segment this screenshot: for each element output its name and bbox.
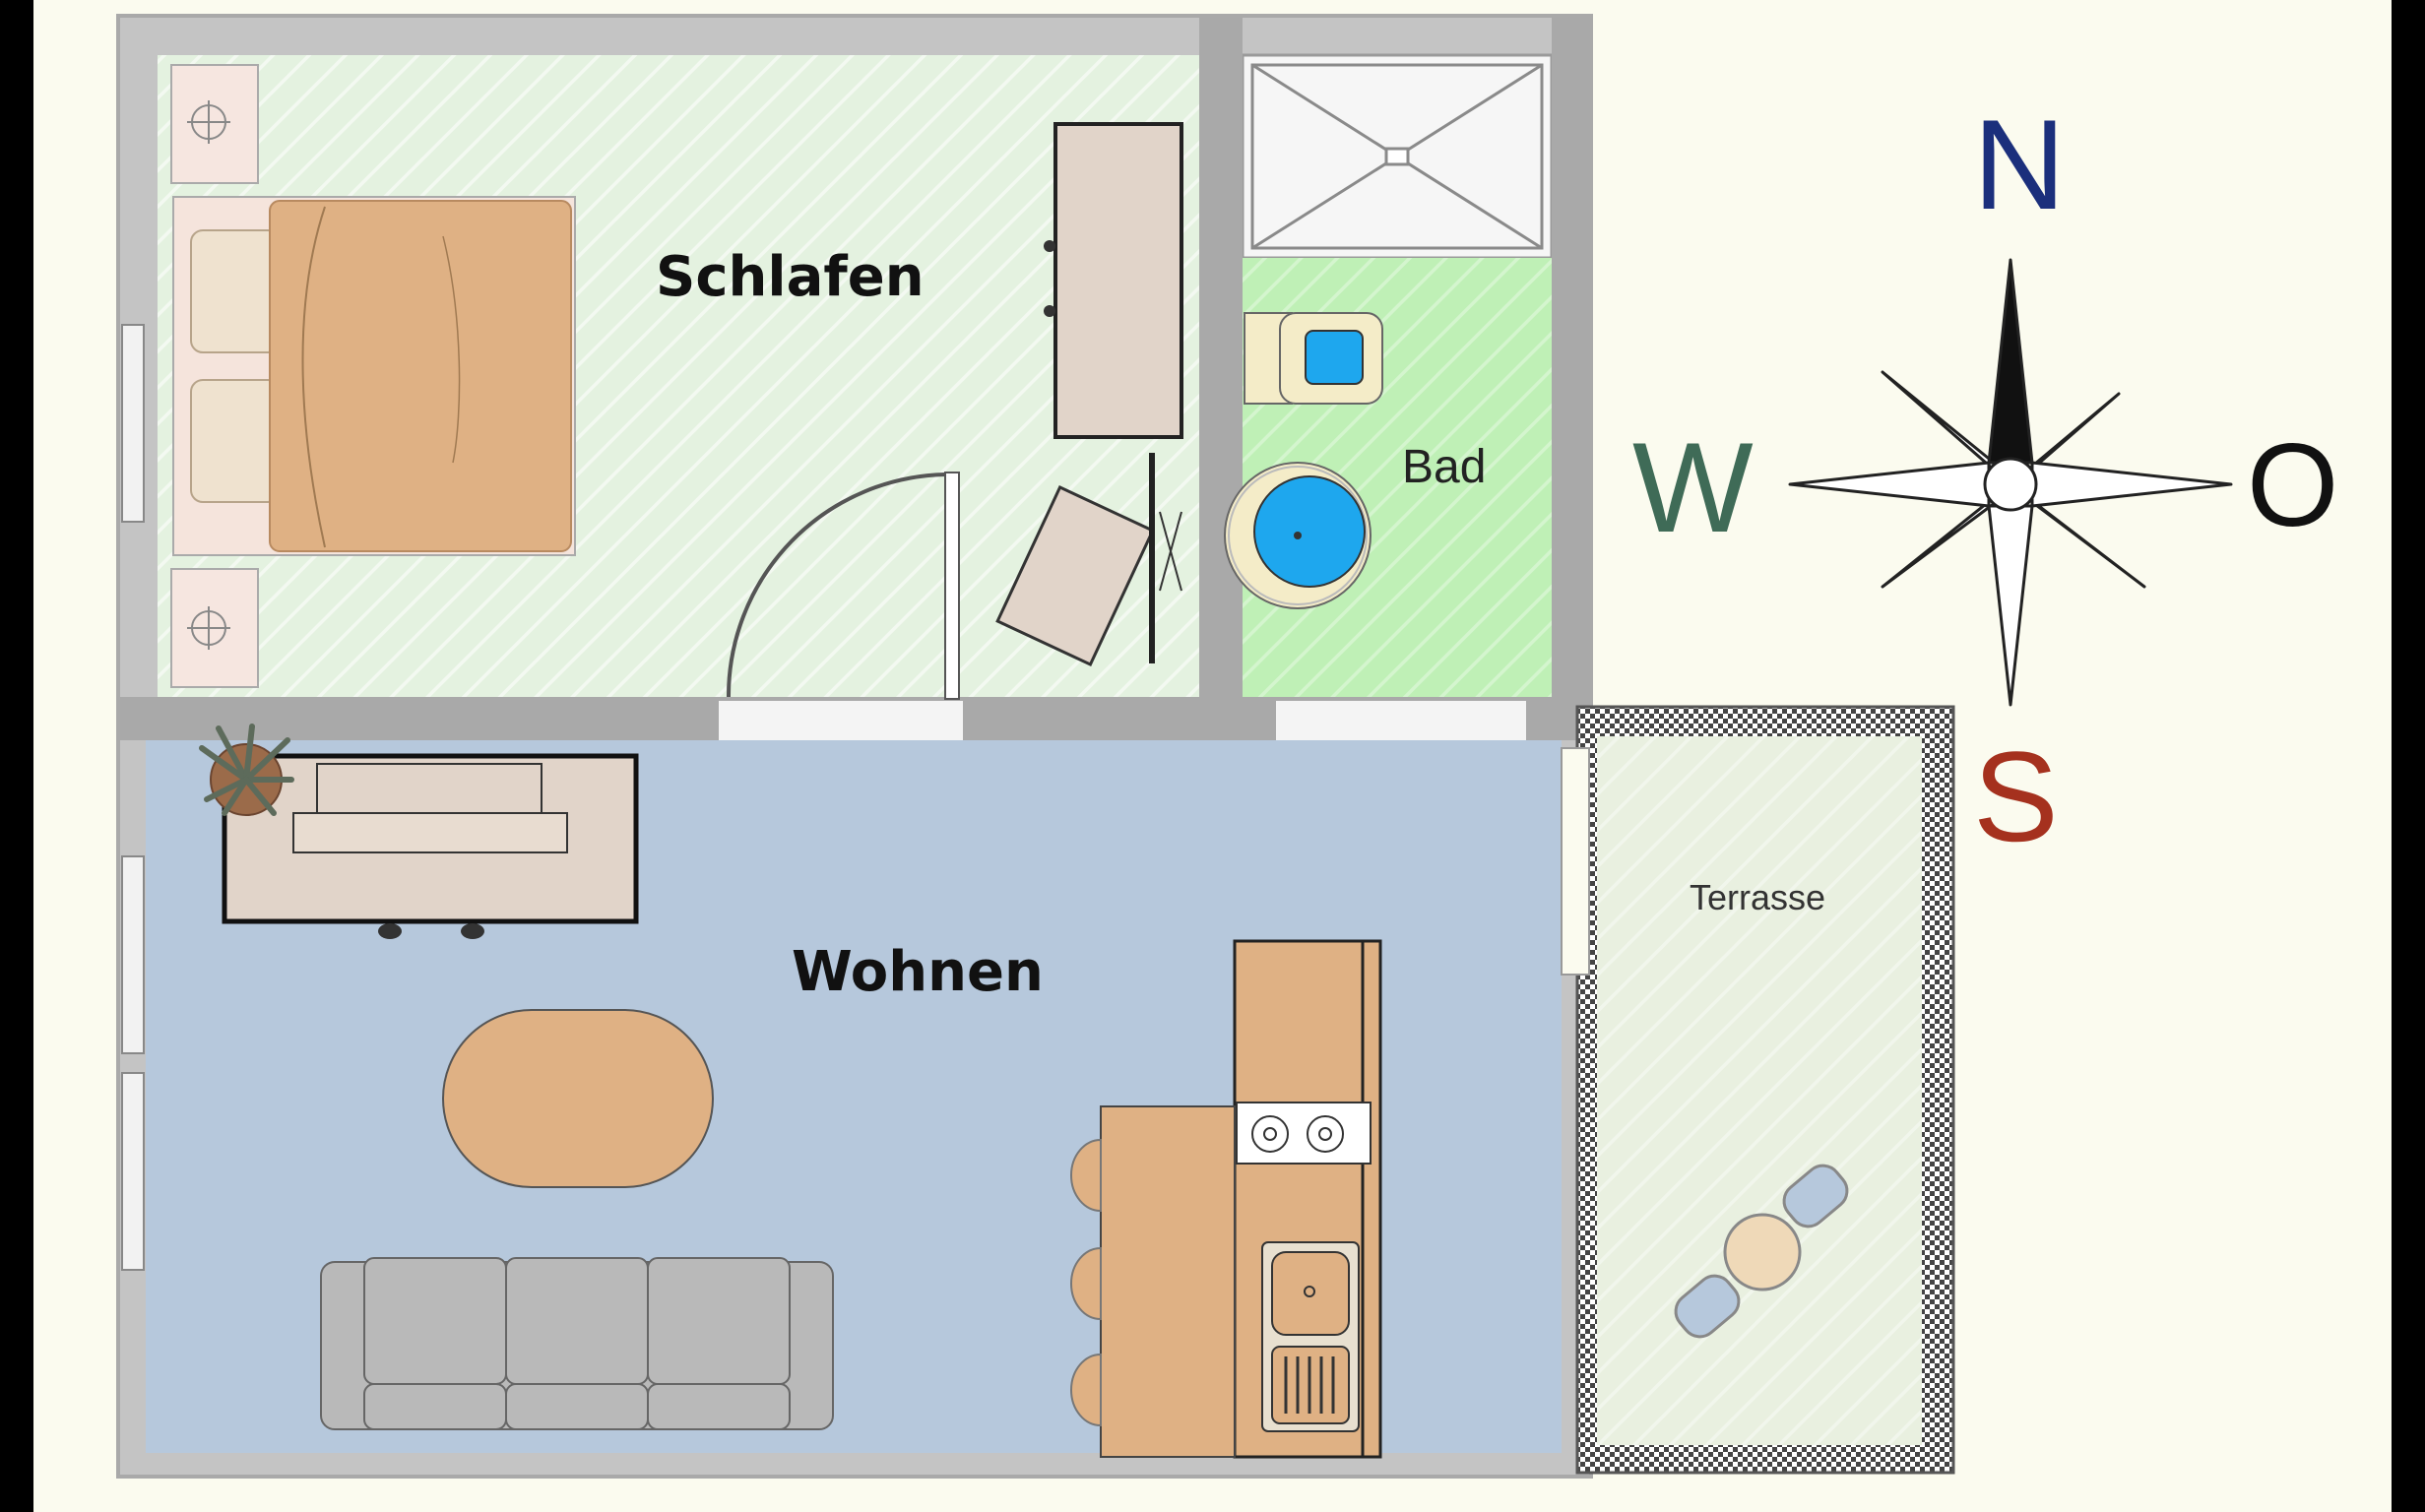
- left-black-border: [0, 0, 33, 1512]
- compass-rose-icon: [1788, 258, 2233, 707]
- left-windows: [121, 324, 145, 1271]
- coffee-table: [442, 1009, 714, 1188]
- wall-bed-bath: [1199, 18, 1243, 726]
- tv-sideboard: [222, 753, 639, 939]
- toilet-icon: [1244, 312, 1383, 405]
- potted-plant-icon: [199, 724, 294, 816]
- terrace-table-set: [1674, 1164, 1849, 1339]
- compass-north: N: [1973, 93, 2066, 236]
- kitchen: [1070, 939, 1382, 1459]
- right-black-border: [2392, 0, 2425, 1512]
- room-label-schlafen: Schlafen: [656, 245, 925, 309]
- bedroom-door: [726, 472, 960, 700]
- compass-east: O: [2247, 419, 2338, 551]
- kitchen-sink-icon: [1261, 1241, 1360, 1432]
- door-opening-bedroom: [719, 701, 963, 740]
- cooktop-icon: [1236, 1102, 1372, 1165]
- nightstand-top: [170, 64, 259, 184]
- wall-bath-right: [1552, 18, 1593, 726]
- compass-south: S: [1973, 724, 2059, 868]
- terrace-hatch: [1597, 736, 1922, 1445]
- sofa: [320, 1257, 834, 1430]
- shower-icon: [1250, 63, 1544, 250]
- terrace-door: [1561, 747, 1590, 976]
- room-label-wohnen: Wohnen: [792, 940, 1044, 1004]
- door-opening-bath: [1276, 701, 1526, 740]
- bar-stools: [1070, 1138, 1102, 1427]
- room-label-bad: Bad: [1402, 441, 1486, 493]
- compass-west: W: [1632, 415, 1754, 559]
- sink-icon: [1224, 462, 1372, 609]
- bed: [172, 196, 576, 556]
- terrace: [1575, 705, 1955, 1475]
- desk: [995, 453, 1182, 666]
- nightstand-bottom: [170, 568, 259, 688]
- wardrobe: [1044, 122, 1183, 439]
- room-label-terrasse: Terrasse: [1690, 877, 1825, 917]
